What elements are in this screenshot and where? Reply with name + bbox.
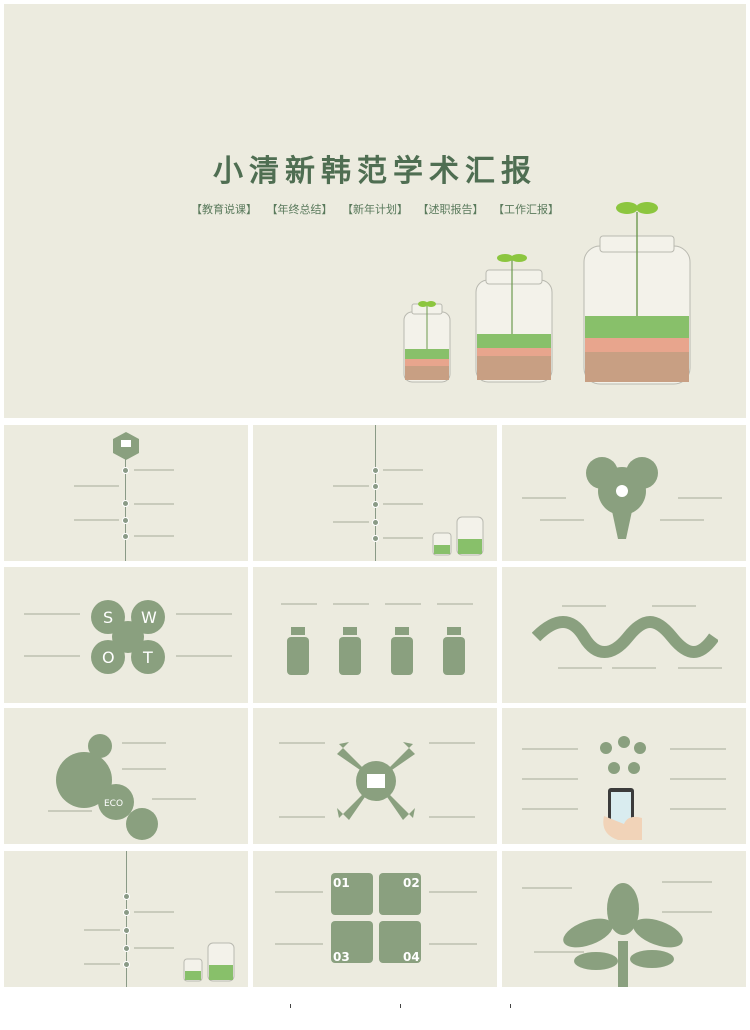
arrows-icon bbox=[337, 742, 415, 820]
thumb-swot[interactable]: S W O T bbox=[4, 567, 248, 703]
jars-icon bbox=[432, 516, 484, 556]
scroll-tick bbox=[400, 1004, 401, 1008]
timeline-dot bbox=[372, 535, 379, 542]
timeline-dot bbox=[122, 533, 129, 540]
tag-report: 【述职报告】 bbox=[417, 203, 484, 216]
lightbulb-icon bbox=[586, 457, 658, 539]
timeline-dot bbox=[122, 517, 129, 524]
timeline-dot bbox=[123, 927, 130, 934]
hero-slide[interactable]: 小清新韩范学术汇报 【教育说课】 【年终总结】 【新年计划】 【述职报告】 【工… bbox=[4, 4, 746, 418]
scroll-tick bbox=[510, 1004, 511, 1008]
numbers-grid: 01 02 03 04 bbox=[331, 873, 421, 964]
tag-year-end: 【年终总结】 bbox=[266, 203, 333, 216]
swot-s: S bbox=[103, 608, 113, 627]
eco-circles: ECO bbox=[56, 734, 158, 840]
timeline-dot bbox=[123, 893, 130, 900]
swot-t: T bbox=[142, 648, 153, 667]
thumb-timeline-jars[interactable] bbox=[253, 425, 497, 561]
jars-icon bbox=[183, 942, 235, 982]
thumb-timeline-jars-2[interactable] bbox=[4, 851, 248, 987]
thumb-numbers-grid[interactable]: 01 02 03 04 bbox=[253, 851, 497, 987]
timeline-dot bbox=[123, 961, 130, 968]
bottom-bar bbox=[0, 994, 750, 1030]
timeline-dot bbox=[122, 500, 129, 507]
thumb-timeline-title[interactable] bbox=[4, 425, 248, 561]
thumb-wave[interactable] bbox=[502, 567, 746, 703]
thumb-eco[interactable]: ECO bbox=[4, 708, 248, 844]
timeline-dot bbox=[372, 501, 379, 508]
timeline-dot bbox=[372, 519, 379, 526]
timeline-dot bbox=[123, 945, 130, 952]
thumb-arrows[interactable] bbox=[253, 708, 497, 844]
thumb-four-jars[interactable] bbox=[253, 567, 497, 703]
eco-label: ECO bbox=[104, 799, 123, 809]
thumb-phone[interactable] bbox=[502, 708, 746, 844]
phone-hand-icon bbox=[600, 736, 646, 840]
timeline-dot bbox=[372, 483, 379, 490]
swot-o: O bbox=[102, 648, 115, 667]
thumb-tree[interactable] bbox=[502, 851, 746, 987]
hero-tags: 【教育说课】 【年终总结】 【新年计划】 【述职报告】 【工作汇报】 bbox=[4, 201, 746, 217]
num-04: 04 bbox=[403, 950, 420, 964]
timeline-dot bbox=[122, 467, 129, 474]
tag-education: 【教育说课】 bbox=[191, 203, 257, 216]
scroll-tick bbox=[290, 1004, 291, 1008]
timeline-line bbox=[126, 851, 127, 987]
hexagon-badge-icon bbox=[113, 432, 139, 460]
swot-w: W bbox=[141, 608, 157, 627]
tag-work: 【工作汇报】 bbox=[493, 203, 559, 216]
timeline-dot bbox=[123, 909, 130, 916]
num-03: 03 bbox=[333, 950, 350, 964]
num-02: 02 bbox=[403, 876, 420, 890]
wave-shape bbox=[532, 616, 718, 658]
sprout-jars-illustration bbox=[403, 202, 691, 385]
four-jars-icons bbox=[287, 627, 465, 675]
timeline-line bbox=[375, 425, 376, 561]
num-01: 01 bbox=[333, 876, 350, 890]
tag-new-year: 【新年计划】 bbox=[342, 203, 408, 216]
hero-title: 小清新韩范学术汇报 bbox=[213, 154, 537, 189]
swot-diagram: S W O T bbox=[91, 600, 165, 674]
thumb-lightbulb[interactable] bbox=[502, 425, 746, 561]
timeline-dot bbox=[372, 467, 379, 474]
tree-icon bbox=[563, 883, 683, 987]
